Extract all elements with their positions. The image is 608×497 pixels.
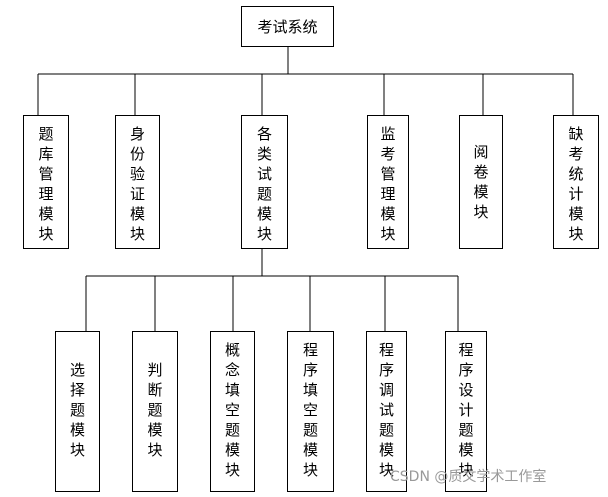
module-node-proctoring: 监考管理模块: [367, 115, 409, 249]
module-node-question-types: 各类试题模块: [241, 115, 288, 249]
module-node-identity: 身份验证模块: [115, 115, 160, 249]
module-label-absence: 缺考统计模块: [568, 125, 584, 243]
type-node-true-false: 判断题模块: [132, 331, 178, 492]
type-label-true-false: 判断题模块: [147, 361, 163, 459]
type-label-program-fill: 程序填空题模块: [303, 341, 319, 479]
type-label-choice: 选择题模块: [70, 361, 86, 459]
module-label-identity: 身份验证模块: [130, 125, 146, 243]
type-node-concept-fill: 概念填空题模块: [210, 331, 255, 492]
module-label-question-types: 各类试题模块: [257, 125, 273, 243]
module-label-grading: 阅卷模块: [473, 143, 489, 221]
type-node-program-debug: 程序调试题模块: [366, 331, 407, 492]
watermark-text: CSDN @质文学术工作室: [390, 469, 547, 485]
type-node-program-design: 程序设计题模块: [445, 331, 487, 492]
type-label-program-debug: 程序调试题模块: [379, 341, 395, 479]
module-label-question-bank: 题库管理模块: [38, 125, 54, 243]
type-node-choice: 选择题模块: [55, 331, 100, 492]
root-node: 考试系统: [241, 6, 334, 47]
module-node-question-bank: 题库管理模块: [23, 115, 69, 249]
module-node-absence: 缺考统计模块: [553, 115, 599, 249]
type-label-concept-fill: 概念填空题模块: [225, 341, 241, 479]
root-label: 考试系统: [257, 17, 318, 36]
module-label-proctoring: 监考管理模块: [380, 125, 396, 243]
type-label-program-design: 程序设计题模块: [458, 341, 474, 479]
type-node-program-fill: 程序填空题模块: [287, 331, 334, 492]
module-node-grading: 阅卷模块: [459, 115, 503, 249]
